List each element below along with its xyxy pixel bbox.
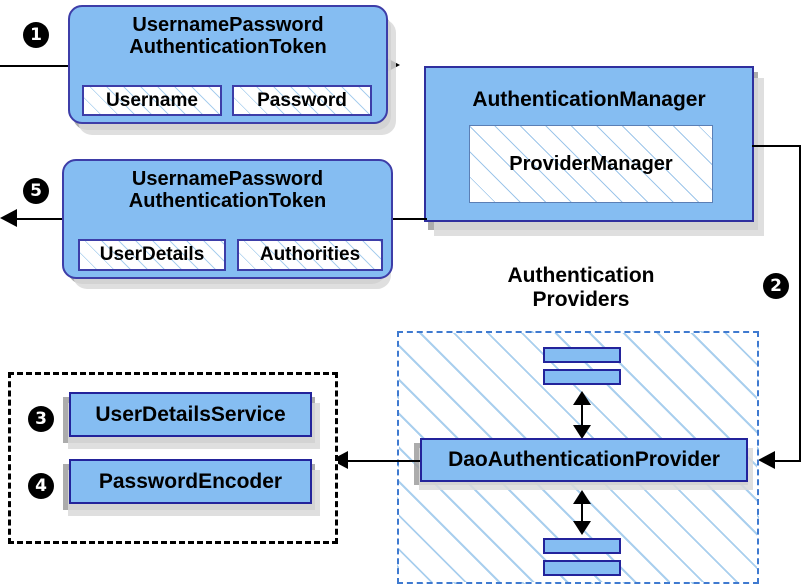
collapsed-provider-bar-bottom-1 (543, 538, 621, 554)
request-token-card[interactable]: UsernamePassword AuthenticationToken Use… (68, 5, 388, 124)
collapsed-provider-bar-top-2 (543, 369, 621, 385)
connector-provider-link-top (581, 396, 583, 429)
provider-manager-box[interactable]: ProviderManager (469, 125, 713, 203)
connector-step2-top (752, 145, 801, 147)
step-badge-4: 4 (28, 473, 54, 499)
connector-step2-bottom (775, 460, 801, 462)
connector-provider-to-services (348, 460, 420, 462)
dao-authentication-provider-box[interactable]: DaoAuthenticationProvider (420, 438, 748, 482)
arrowhead-provider-link-top-down (573, 425, 591, 439)
request-token-field-username: Username (82, 85, 222, 116)
step-badge-3: 3 (28, 406, 54, 432)
response-token-card[interactable]: UsernamePassword AuthenticationToken Use… (62, 159, 393, 279)
connector-provider-link-bottom (581, 495, 583, 525)
arrowhead-step2 (758, 451, 775, 469)
collapsed-provider-bar-bottom-2 (543, 560, 621, 576)
userdetails-service-box[interactable]: UserDetailsService (69, 392, 312, 437)
connector-step2-right (799, 145, 801, 461)
collapsed-provider-bar-top-1 (543, 347, 621, 363)
auth-manager-card[interactable]: AuthenticationManager ProviderManager (424, 66, 754, 222)
auth-manager-title: AuthenticationManager (472, 88, 706, 111)
request-token-title: UsernamePassword AuthenticationToken (129, 14, 327, 59)
response-token-field-userdetails: UserDetails (78, 239, 226, 271)
providers-group-label: Authentication Providers (507, 264, 655, 311)
arrowhead-response-out (0, 209, 17, 227)
request-token-field-password: Password (232, 85, 372, 116)
step-badge-1: 1 (23, 22, 49, 48)
password-encoder-box[interactable]: PasswordEncoder (69, 459, 312, 504)
step-badge-5: 5 (23, 178, 49, 204)
response-token-title: UsernamePassword AuthenticationToken (128, 168, 327, 213)
step-badge-2: 2 (763, 273, 789, 299)
response-token-field-authorities: Authorities (237, 239, 383, 271)
arrowhead-provider-link-bottom-down (573, 521, 591, 535)
